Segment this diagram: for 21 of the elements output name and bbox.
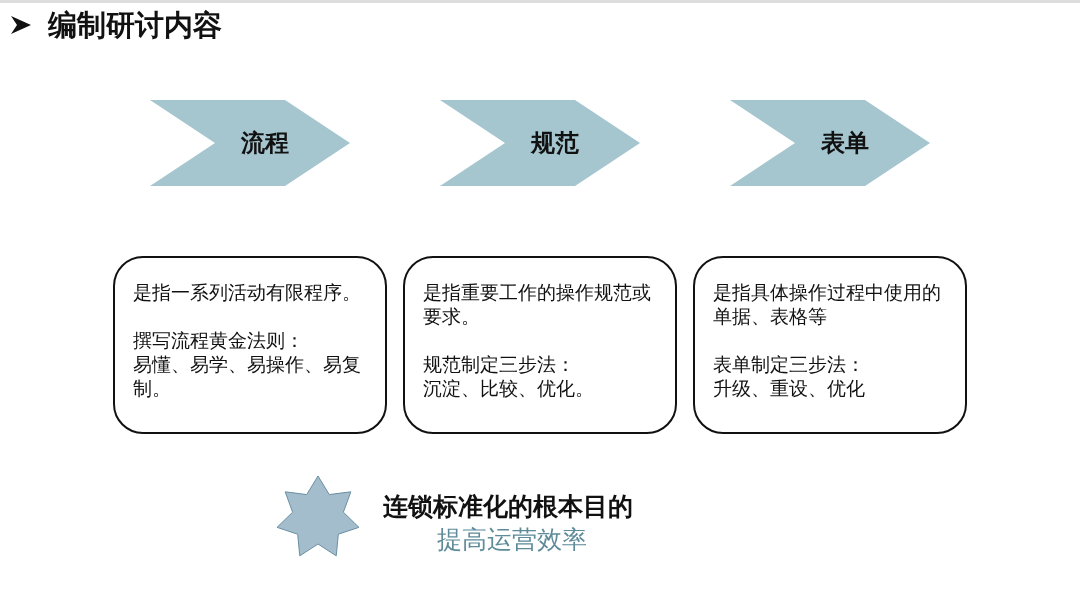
description-card <box>403 256 677 434</box>
method-text: 升级、重设、优化 <box>713 376 866 400</box>
title: 编制研讨内容 <box>48 7 222 44</box>
step-label: 规范 <box>531 128 579 159</box>
chevron-shape <box>150 100 350 186</box>
goal-heading: 连锁标准化的根本目的 <box>383 491 633 523</box>
chevron-shape <box>730 100 930 186</box>
step-label: 表单 <box>821 128 869 159</box>
method-heading: 表单制定三步法： <box>713 352 866 376</box>
goal-text: 提高运营效率 <box>437 524 587 556</box>
method-text: 易懂、易学、易操作、易复制。 <box>133 352 362 400</box>
step-label: 流程 <box>241 128 289 159</box>
method-heading: 规范制定三步法： <box>423 352 576 376</box>
chevron-shape <box>440 100 640 186</box>
definition-text: 是指重要工作的操作规范或要求。 <box>423 280 652 328</box>
description-card <box>113 256 387 434</box>
description-card <box>693 256 967 434</box>
definition-text: 是指一系列活动有限程序。 <box>133 280 362 304</box>
definition-text: 是指具体操作过程中使用的单据、表格等 <box>713 280 942 328</box>
method-text: 沉淀、比较、优化。 <box>423 376 595 400</box>
method-heading: 撰写流程黄金法则： <box>133 328 305 352</box>
